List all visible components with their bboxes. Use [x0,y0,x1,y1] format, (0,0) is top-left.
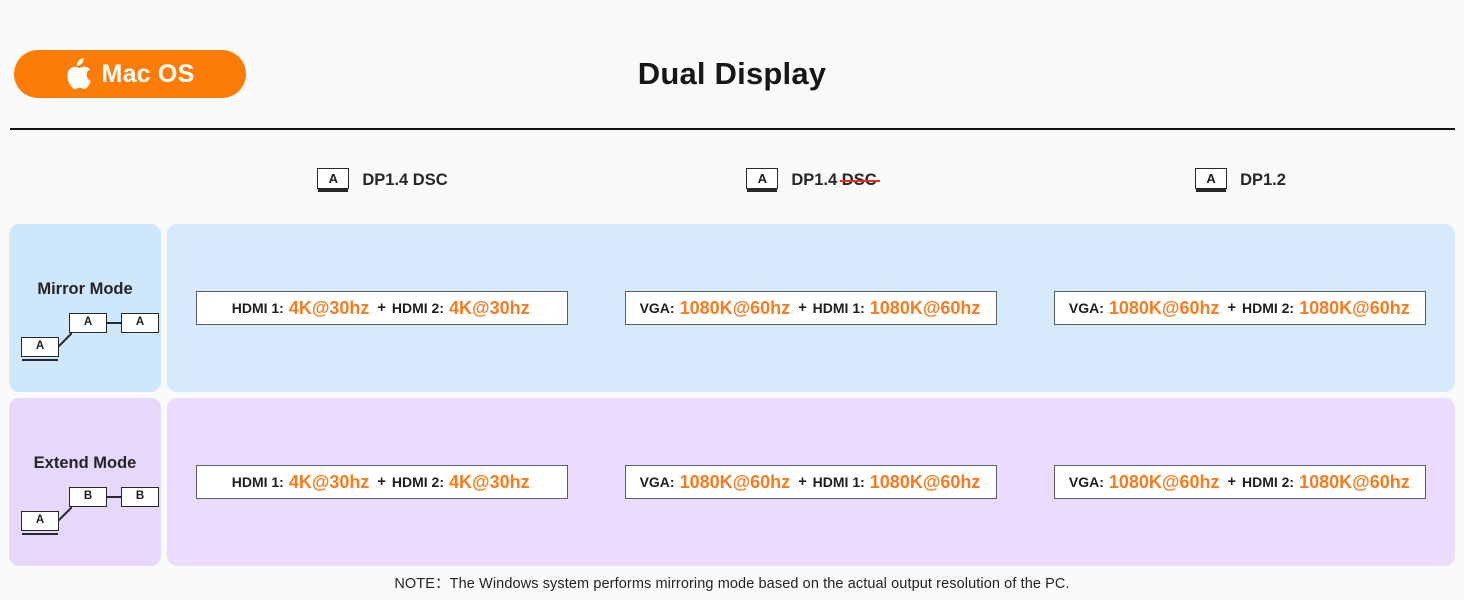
resolution-value-1: 4K@30hz [288,471,370,492]
resolution-value-2: 1080K@60hz [1299,471,1410,492]
plus-separator: + [377,300,386,316]
topology-diagram-mirror: A A A [15,313,159,365]
resolution-value-1: 1080K@60hz [679,471,791,492]
resolution-chip: VGA: 1080K@60hz + HDMI 2: 1080K@60hz [1054,291,1427,325]
topology-link-diagonal [58,332,72,348]
row-label-extend: Extend Mode A B B [9,398,161,566]
port-label-1: HDMI 1: [231,300,284,316]
topology-source-node: A [21,511,59,531]
plus-separator: + [377,474,386,490]
plus-separator: + [1227,474,1236,490]
resolution-value-1: 1080K@60hz [1108,471,1220,492]
resolution-chip: VGA: 1080K@60hz + HDMI 2: 1080K@60hz [1054,465,1427,499]
port-label-1: VGA: [1068,474,1104,490]
resolution-chip: HDMI 1: 4K@30hz + HDMI 2: 4K@30hz [195,465,568,499]
resolution-value-2: 4K@30hz [449,297,530,318]
footer-note: NOTE：The Windows system performs mirrori… [394,576,1070,592]
topology-source-node: A [21,337,59,357]
port-label-2: HDMI 2: [391,474,445,490]
column-header-dp12: A DP1.2 [1026,150,1455,210]
row-mirror-mode: Mirror Mode A A A HDMI 1: 4K@30hz [0,224,1464,392]
topology-diagram-extend: A B B [15,487,159,539]
cell-extend-dp14dsc: HDMI 1: 4K@30hz + HDMI 2: 4K@30hz [167,465,596,499]
port-label-1: VGA: [639,474,675,490]
monitor-a-icon: A [317,167,350,193]
monitor-base [1196,189,1227,192]
monitor-base [318,189,349,192]
monitor-a-icon: A [1195,167,1228,193]
monitor-icon-letter: A [1195,167,1228,189]
mode-rows: Mirror Mode A A A HDMI 1: 4K@30hz [0,224,1464,572]
header-divider [10,128,1455,130]
cell-mirror-dp14nodsc: VGA: 1080K@60hz + HDMI 1: 1080K@60hz [596,291,1025,325]
page-title: Dual Display [637,56,827,91]
resolution-value-1: 1080K@60hz [679,297,791,318]
mode-name: Extend Mode [33,454,137,472]
port-label-2: HDMI 2: [1241,300,1295,316]
port-label-1: VGA: [639,300,675,316]
topology-source-base [22,358,58,361]
monitor-icon-letter: A [746,167,779,189]
port-label-2: HDMI 1: [812,300,865,316]
resolution-value-2: 1080K@60hz [869,297,981,318]
column-header-label: DP1.2 [1240,170,1286,189]
row-extend-mode: Extend Mode A B B HDMI 1: 4K@30hz [0,398,1464,566]
resolution-value-2: 1080K@60hz [869,471,981,492]
resolution-chip: VGA: 1080K@60hz + HDMI 1: 1080K@60hz [624,291,997,325]
resolution-value-2: 1080K@60hz [1299,297,1410,318]
topology-mid-node: A [69,313,107,333]
plus-separator: + [798,474,807,490]
cell-extend-dp14nodsc: VGA: 1080K@60hz + HDMI 1: 1080K@60hz [596,465,1025,499]
resolution-value-1: 1080K@60hz [1108,297,1220,318]
column-header-dp14-no-dsc: A DP1.4 DSC [597,150,1026,210]
os-badge-label: Mac OS [101,59,195,88]
column-header-prefix: DP1.4 [362,170,413,189]
topology-link-diagonal [58,506,72,522]
cell-mirror-dp12: VGA: 1080K@60hz + HDMI 2: 1080K@60hz [1026,291,1455,325]
monitor-icon-letter: A [317,167,350,189]
header: Mac OS Dual Display [0,0,1464,130]
plus-separator: + [1227,300,1236,316]
row-body-extend: HDMI 1: 4K@30hz + HDMI 2: 4K@30hz VGA: 1… [167,398,1455,566]
monitor-base [747,189,778,192]
port-label-1: HDMI 1: [231,474,284,490]
resolution-value-1: 4K@30hz [288,297,370,318]
resolution-value-2: 4K@30hz [449,471,530,492]
topology-end-node: A [121,313,159,333]
os-badge-mac: Mac OS [14,50,246,98]
row-label-mirror: Mirror Mode A A A [9,224,161,392]
column-header-prefix: DP1.4 [791,170,842,189]
topology-link-horizontal [107,322,122,325]
topology-end-node: B [121,487,159,507]
column-header-label: DP1.4 DSC [362,171,447,190]
column-header-suffix: DSC [412,170,448,189]
plus-separator: + [798,300,807,316]
topology-mid-node: B [69,487,107,507]
column-header-dp14-dsc: A DP1.4 DSC [168,150,597,210]
column-header-label: DP1.4 DSC [791,170,880,190]
port-label-2: HDMI 2: [1241,474,1295,490]
resolution-chip: HDMI 1: 4K@30hz + HDMI 2: 4K@30hz [195,291,568,325]
port-label-2: HDMI 1: [812,474,865,490]
cell-extend-dp12: VGA: 1080K@60hz + HDMI 2: 1080K@60hz [1026,465,1455,499]
resolution-chip: VGA: 1080K@60hz + HDMI 1: 1080K@60hz [624,465,997,499]
port-label-1: VGA: [1068,300,1104,316]
mode-name: Mirror Mode [37,280,133,298]
port-label-2: HDMI 2: [391,300,445,316]
topology-source-base [22,532,58,535]
cell-mirror-dp14dsc: HDMI 1: 4K@30hz + HDMI 2: 4K@30hz [167,291,596,325]
monitor-a-icon: A [746,167,779,193]
topology-link-horizontal [107,496,122,499]
apple-logo-icon [67,58,91,90]
row-body-mirror: HDMI 1: 4K@30hz + HDMI 2: 4K@30hz VGA: 1… [167,224,1455,392]
column-headers: A DP1.4 DSC A DP1.4 DSC A DP1.2 [168,150,1455,210]
column-header-suffix-struck: DSC [839,170,880,189]
